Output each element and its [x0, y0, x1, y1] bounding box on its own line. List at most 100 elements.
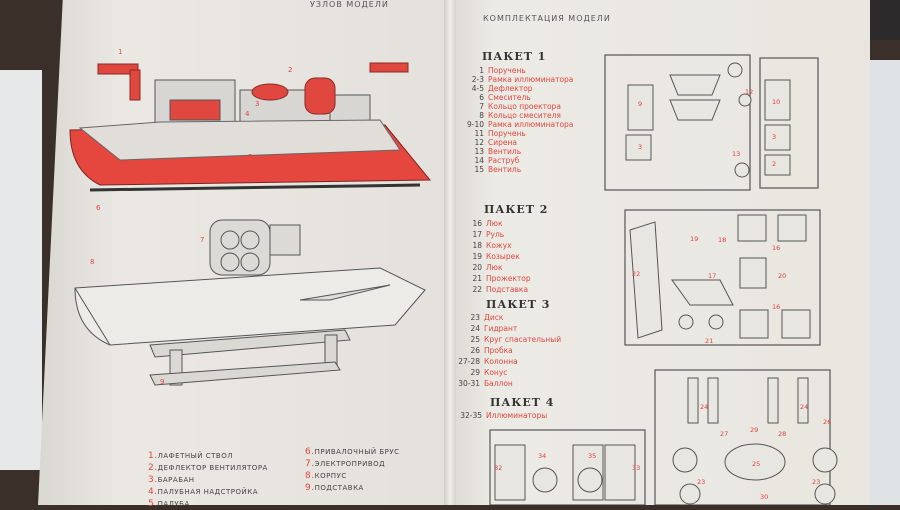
part-number: 11 [474, 129, 484, 138]
sprue-part-number: 28 [778, 430, 787, 438]
sprue-part-number: 26 [823, 418, 832, 426]
legend-item: 6.ПРИВАЛОЧНЫЙ БРУС [305, 447, 400, 457]
sprue-part-number: 9 [638, 100, 643, 108]
part-number: 13 [474, 147, 484, 156]
legend-item: 2.ДЕФЛЕКТОР ВЕНТИЛЯТОРА [148, 463, 268, 473]
red-parts [97, 62, 409, 115]
part-number: 19 [472, 252, 482, 261]
sprue-part-number: 24 [800, 403, 809, 411]
sprue-part-number: 32 [494, 464, 503, 472]
part-name: Смеситель [488, 93, 531, 102]
part-list-item: 32-35 Иллюминаторы [460, 411, 547, 420]
parts-legend-col1: 1.ЛАФЕТНЫЙ СТВОЛ 2.ДЕФЛЕКТОР ВЕНТИЛЯТОРА… [148, 450, 268, 510]
book-gutter [444, 0, 456, 505]
part-list-item: 26 Пробка [458, 345, 561, 356]
packet-4-title: ПАКЕТ 4 [490, 396, 555, 409]
part-number: 12 [474, 138, 484, 147]
part-list-item: 13 Вентиль [462, 147, 573, 156]
part-name: Рамка иллюминатора [488, 120, 574, 129]
part-name: Дефлектор [488, 84, 533, 93]
sprue-part-number: 19 [690, 235, 699, 243]
part-name: Диск [484, 313, 504, 322]
part-name: Баллон [484, 379, 513, 388]
part-number: 22 [472, 285, 482, 294]
callout-5: 5 [248, 153, 253, 161]
sprue-part-number: 16 [772, 244, 781, 252]
part-number: 9-10 [466, 120, 484, 129]
part-number: 2-3 [471, 75, 484, 84]
part-name: Поручень [488, 66, 526, 75]
right-page-header: КОМПЛЕКТАЦИЯ МОДЕЛИ [483, 14, 611, 23]
callout-4: 4 [245, 110, 250, 118]
part-number: 20 [472, 263, 482, 272]
legend-item: 4.ПАЛУБНАЯ НАДСТРОЙКА [148, 487, 259, 497]
sprue-part-number: 10 [772, 98, 781, 106]
part-number: 21 [472, 274, 482, 283]
part-number: 8 [479, 111, 484, 120]
part-list-item: 9-10 Рамка иллюминатора [462, 120, 573, 129]
part-name: Вентиль [488, 147, 522, 156]
rubbing-strake [89, 183, 421, 192]
left-page-header: УЗЛОВ МОДЕЛИ [310, 0, 389, 9]
part-name: Козырек [486, 252, 520, 261]
part-name: Поручень [488, 129, 526, 138]
part-list-item: 25 Круг спасательный [458, 334, 561, 345]
callout-1: 1 [118, 48, 123, 56]
part-number: 26 [470, 346, 480, 355]
part-name: Кольцо смесителя [488, 111, 561, 120]
electric-motor [209, 219, 301, 276]
stand [149, 329, 351, 386]
part-name: Круг спасательный [484, 335, 562, 344]
part-name: Гидрант [484, 324, 518, 333]
callout-2: 2 [288, 66, 293, 74]
part-name: Люк [486, 263, 503, 272]
callout-7: 7 [200, 236, 205, 244]
part-number: 25 [470, 335, 480, 344]
part-number: 23 [470, 313, 480, 322]
part-name: Иллюминаторы [486, 411, 548, 420]
part-name: Сирена [488, 138, 517, 147]
sprue-part-number: 24 [700, 403, 709, 411]
part-list-item: 12 Сирена [462, 138, 573, 147]
part-list-item: 27-28 Колонна [458, 356, 561, 367]
sprue-part-number: 23 [697, 478, 706, 486]
part-list-item: 8 Кольцо смесителя [462, 111, 573, 120]
part-number: 7 [479, 102, 484, 111]
sprue-part-number: 27 [720, 430, 729, 438]
part-name: Пробка [484, 346, 513, 355]
callout-8: 8 [90, 258, 95, 266]
part-name: Кожух [486, 241, 512, 250]
part-number: 27-28 [458, 357, 480, 366]
part-number: 32-35 [460, 411, 482, 420]
part-name: Кольцо проектора [488, 102, 561, 111]
sprue-frames [489, 54, 831, 505]
part-number: 30-31 [458, 379, 480, 388]
legend-item: 5.ПАЛУБА [148, 499, 190, 509]
packet-2-title: ПАКЕТ 2 [484, 203, 549, 216]
legend-item: 9.ПОДСТАВКА [305, 483, 364, 493]
callout-3: 3 [255, 100, 260, 108]
sprue-part-number: 22 [632, 270, 641, 278]
part-list-item: 23 Диск [458, 312, 561, 323]
hull [74, 267, 426, 346]
legend-item: 8.КОРПУС [305, 471, 347, 481]
part-list-item: 11 Поручень [462, 129, 573, 138]
part-list-item: 30-31 Баллон [458, 378, 561, 389]
sprue-part-number: 23 [812, 478, 821, 486]
part-name: Колонна [484, 357, 518, 366]
sprue-part-number: 17 [708, 272, 717, 280]
sprue-part-number: 29 [750, 426, 759, 434]
sprue-part-number: 18 [718, 236, 727, 244]
